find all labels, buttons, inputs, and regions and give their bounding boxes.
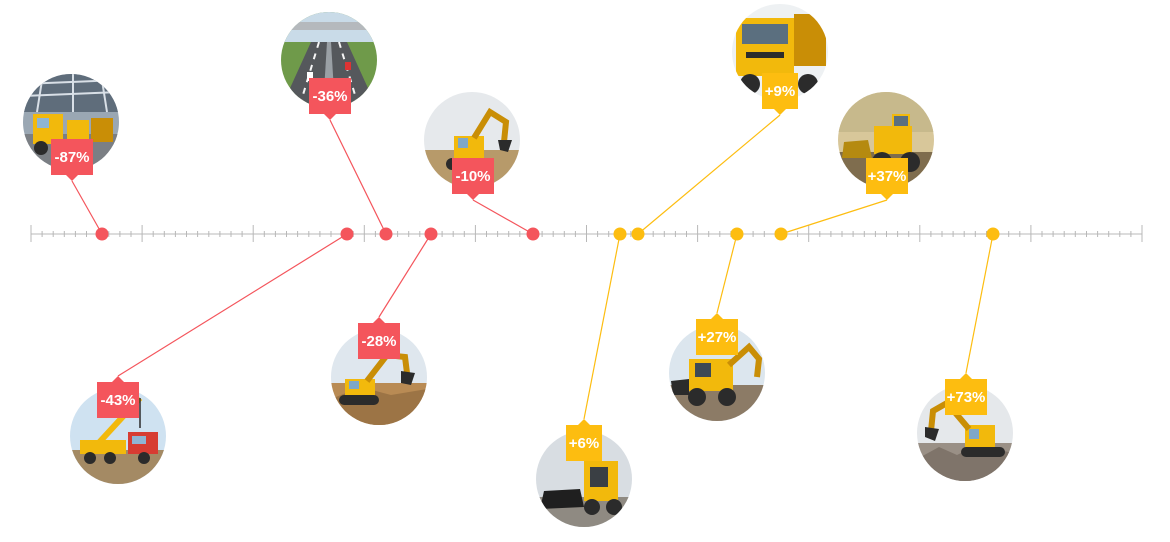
change-badge-e6: +6% xyxy=(566,419,602,461)
connector-line-e10 xyxy=(965,233,994,374)
change-value: -36% xyxy=(312,87,348,105)
badge-pointer xyxy=(373,317,385,323)
connector-line-e1 xyxy=(71,180,103,235)
change-badge-e4: -43% xyxy=(97,376,139,418)
change-value: -43% xyxy=(100,391,136,409)
change-badge-e10: +73% xyxy=(945,373,987,415)
change-value: +6% xyxy=(568,434,600,452)
change-badge-e5: -28% xyxy=(358,317,400,359)
timeline-axis xyxy=(30,225,1143,242)
connector-line-e8 xyxy=(716,233,738,314)
change-badge-e8: +27% xyxy=(696,313,738,355)
badge-pointer xyxy=(960,373,972,379)
change-value: +9% xyxy=(764,82,796,100)
connector-line-e6 xyxy=(583,233,621,420)
badge-pointer xyxy=(774,109,786,115)
timeline-dot-e7[interactable] xyxy=(631,227,645,241)
timeline-dot-e6[interactable] xyxy=(613,227,627,241)
timeline-dot-e9[interactable] xyxy=(774,227,788,241)
badge-pointer xyxy=(112,376,124,382)
connector-lines xyxy=(71,114,994,420)
connector-line-e3 xyxy=(472,199,534,235)
connector-line-e9 xyxy=(780,199,888,235)
change-badge-e2: -36% xyxy=(309,78,351,120)
timeline-dot-e10[interactable] xyxy=(986,227,1000,241)
change-value: -28% xyxy=(361,332,397,350)
connector-line-e5 xyxy=(378,233,432,318)
change-badge-e1: -87% xyxy=(51,139,93,181)
timeline-dot-e4[interactable] xyxy=(340,227,354,241)
change-value: +73% xyxy=(946,388,986,406)
badge-pointer xyxy=(578,419,590,425)
badge-pointer xyxy=(324,114,336,120)
timeline-dot-e5[interactable] xyxy=(424,227,438,241)
change-badge-e9: +37% xyxy=(866,158,908,200)
timeline-dot-e3[interactable] xyxy=(526,227,540,241)
change-value: +27% xyxy=(697,328,737,346)
timeline-dot-e2[interactable] xyxy=(379,227,393,241)
badge-pointer xyxy=(66,175,78,181)
timeline-dots xyxy=(95,227,1000,241)
badge-pointer xyxy=(881,194,893,200)
change-value: +37% xyxy=(867,167,907,185)
connector-line-e2 xyxy=(329,119,387,235)
connector-line-e4 xyxy=(117,233,348,377)
badge-pointer xyxy=(711,313,723,319)
change-value: -87% xyxy=(54,148,90,166)
change-badge-e7: +9% xyxy=(762,73,798,115)
badge-pointer xyxy=(467,194,479,200)
timeline-dot-e8[interactable] xyxy=(730,227,744,241)
connector-line-e7 xyxy=(637,114,781,235)
change-value: -10% xyxy=(455,167,491,185)
highway-photo[interactable] xyxy=(281,12,377,108)
change-badge-e3: -10% xyxy=(452,158,494,200)
timeline-dot-e1[interactable] xyxy=(95,227,109,241)
